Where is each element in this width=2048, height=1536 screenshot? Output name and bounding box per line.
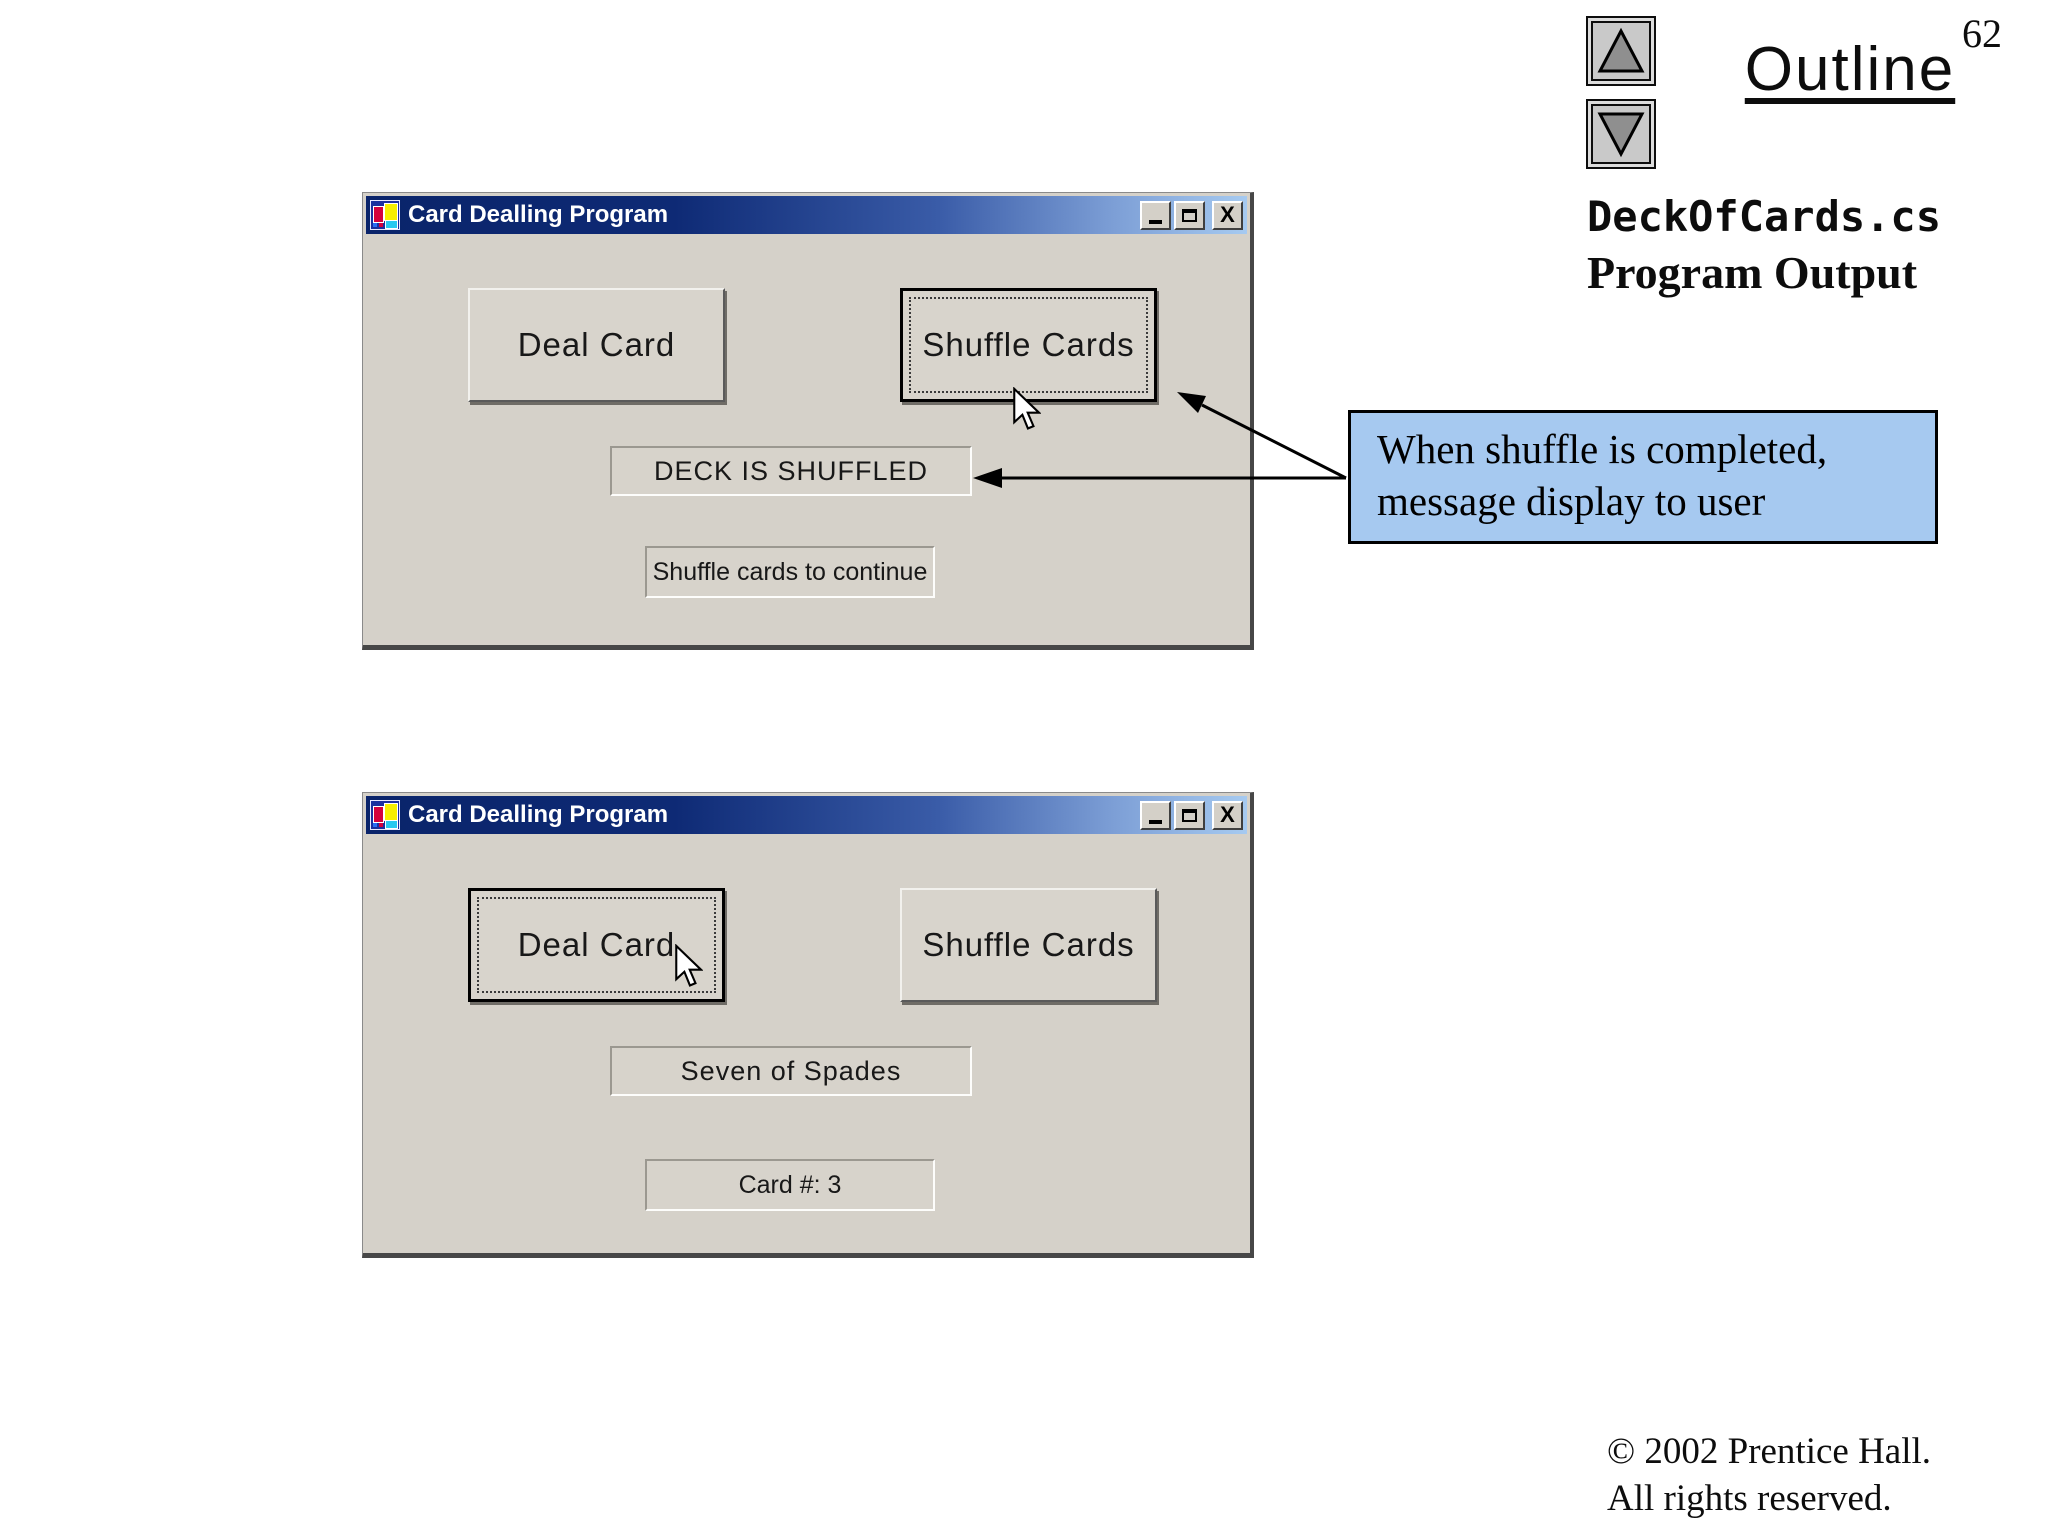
outline-next-button[interactable] — [1586, 99, 1656, 169]
outline-previous-button[interactable] — [1586, 16, 1656, 86]
window-client-area: Deal Card Shuffle Cards Seven of Spades … — [366, 834, 1247, 1250]
card-dealing-window-shuffled: Card Dealling Program X Deal Card Shuffl… — [362, 192, 1254, 650]
info-label: Shuffle cards to continue — [645, 546, 935, 598]
minimize-icon — [1149, 819, 1162, 824]
copyright-line2: All rights reserved. — [1607, 1478, 1892, 1520]
file-subtitle: Program Output — [1587, 247, 1918, 298]
mouse-cursor-icon — [675, 944, 703, 987]
close-icon: X — [1220, 802, 1235, 827]
copyright: © 2002 Prentice Hall. All rights reserve… — [1607, 1428, 1931, 1523]
minimize-button[interactable] — [1140, 800, 1171, 830]
outline-title[interactable]: Outline — [1744, 35, 1956, 104]
up-arrow-icon — [1591, 21, 1651, 81]
app-icon — [370, 800, 400, 830]
window-title: Card Dealling Program — [408, 201, 669, 228]
minimize-icon — [1149, 219, 1162, 224]
window-title: Card Dealling Program — [408, 801, 669, 828]
callout-line2: message display to user — [1377, 478, 1766, 525]
page-number: 62 — [1962, 11, 2002, 56]
deal-card-button[interactable]: Deal Card — [468, 288, 725, 402]
file-title: DeckOfCards.cs — [1587, 192, 1942, 241]
callout-box: When shuffle is completed, message displ… — [1348, 410, 1938, 544]
mouse-cursor-icon — [1013, 387, 1041, 430]
copyright-line1: © 2002 Prentice Hall. — [1607, 1431, 1932, 1472]
callout-line1: When shuffle is completed, — [1377, 426, 1828, 472]
card-dealing-window-dealt: Card Dealling Program X Deal Card Shuffl… — [362, 792, 1254, 1258]
close-button[interactable]: X — [1212, 200, 1243, 230]
close-button[interactable]: X — [1212, 800, 1243, 830]
info-label: Card #: 3 — [645, 1159, 935, 1211]
maximize-button[interactable] — [1174, 200, 1205, 230]
close-icon: X — [1220, 202, 1235, 227]
down-arrow-icon — [1591, 104, 1651, 164]
maximize-icon — [1182, 208, 1197, 222]
maximize-icon — [1182, 808, 1197, 822]
app-icon — [370, 200, 400, 230]
status-label: Seven of Spades — [610, 1046, 972, 1096]
window-client-area: Deal Card Shuffle Cards DECK IS SHUFFLED… — [366, 234, 1247, 642]
title-bar[interactable]: Card Dealling Program X — [366, 796, 1247, 834]
shuffle-cards-button[interactable]: Shuffle Cards — [900, 888, 1157, 1002]
status-label: DECK IS SHUFFLED — [610, 446, 972, 496]
maximize-button[interactable] — [1174, 800, 1205, 830]
title-bar[interactable]: Card Dealling Program X — [366, 196, 1247, 234]
deal-card-button[interactable]: Deal Card — [468, 888, 725, 1002]
minimize-button[interactable] — [1140, 200, 1171, 230]
shuffle-cards-button[interactable]: Shuffle Cards — [900, 288, 1157, 402]
